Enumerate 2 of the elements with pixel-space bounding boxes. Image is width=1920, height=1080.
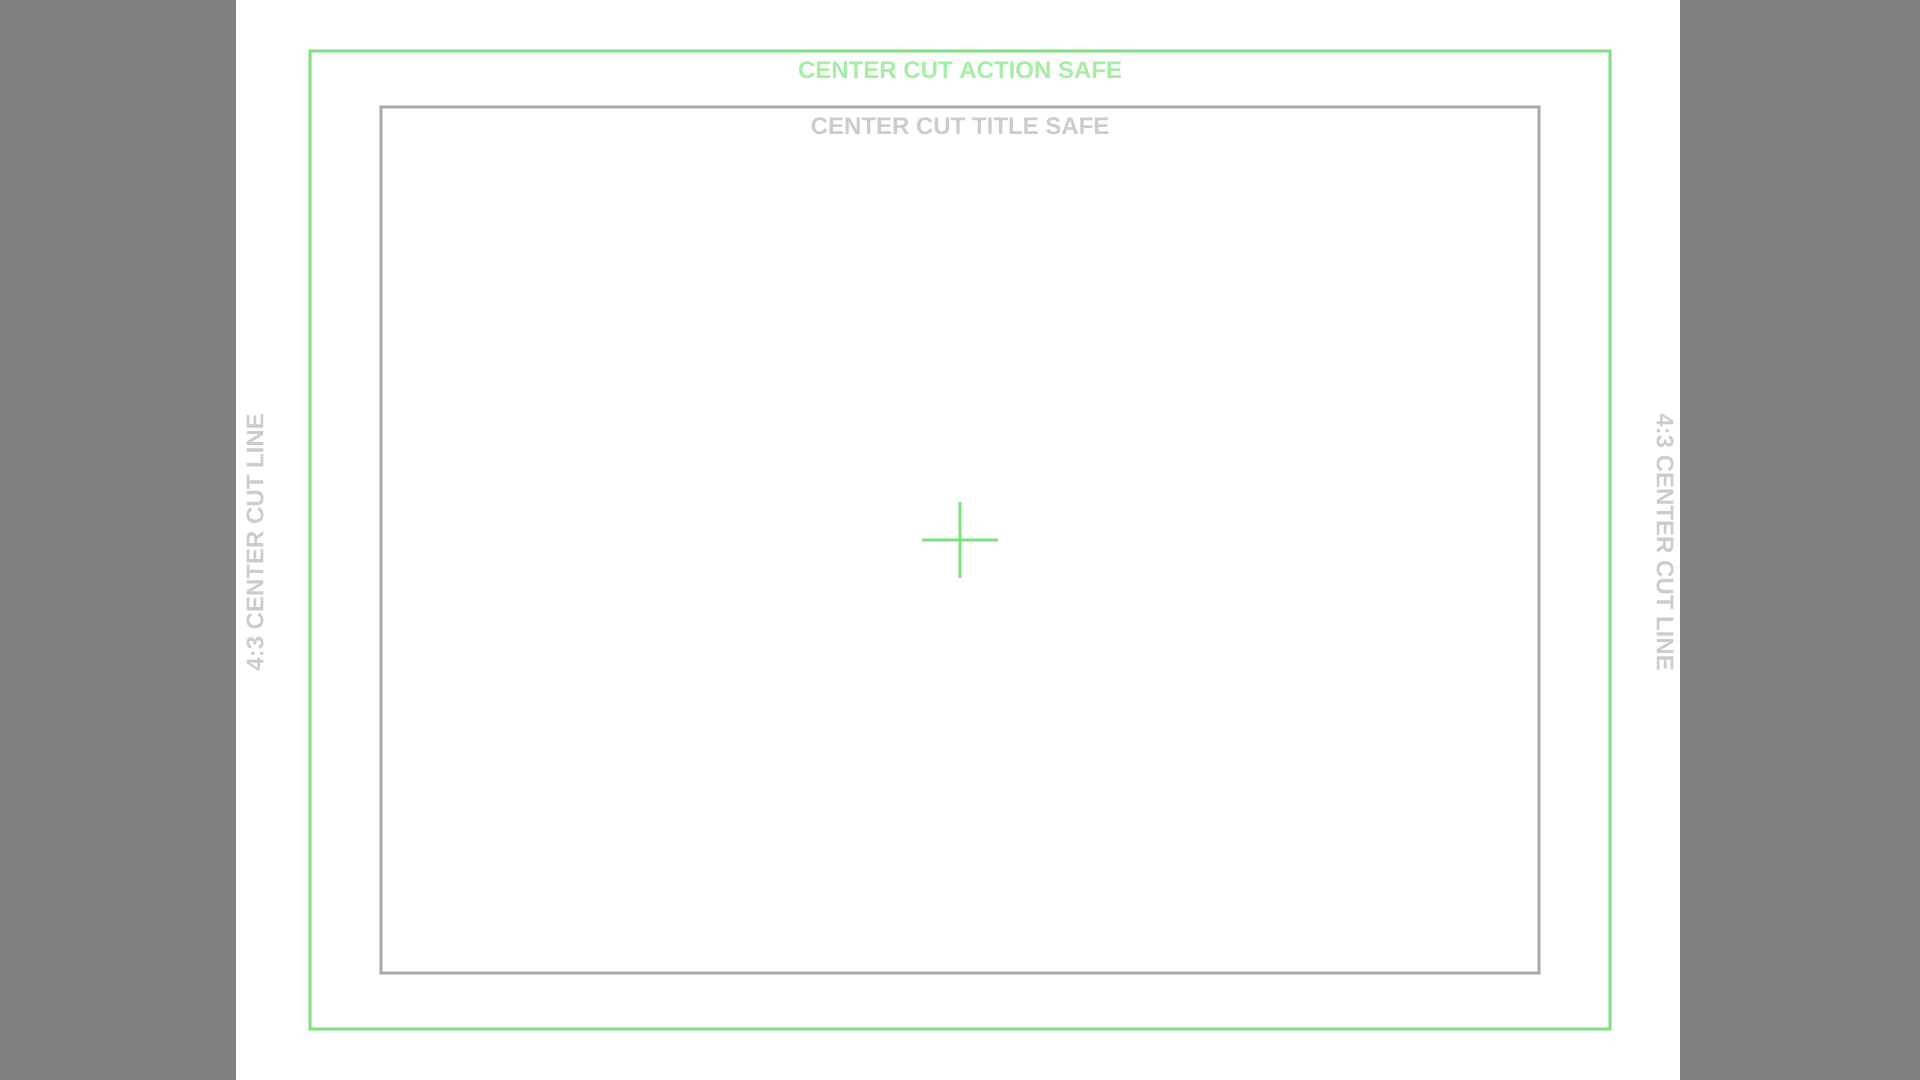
side-bar — [1680, 0, 1920, 1080]
side-bar — [0, 0, 236, 1080]
